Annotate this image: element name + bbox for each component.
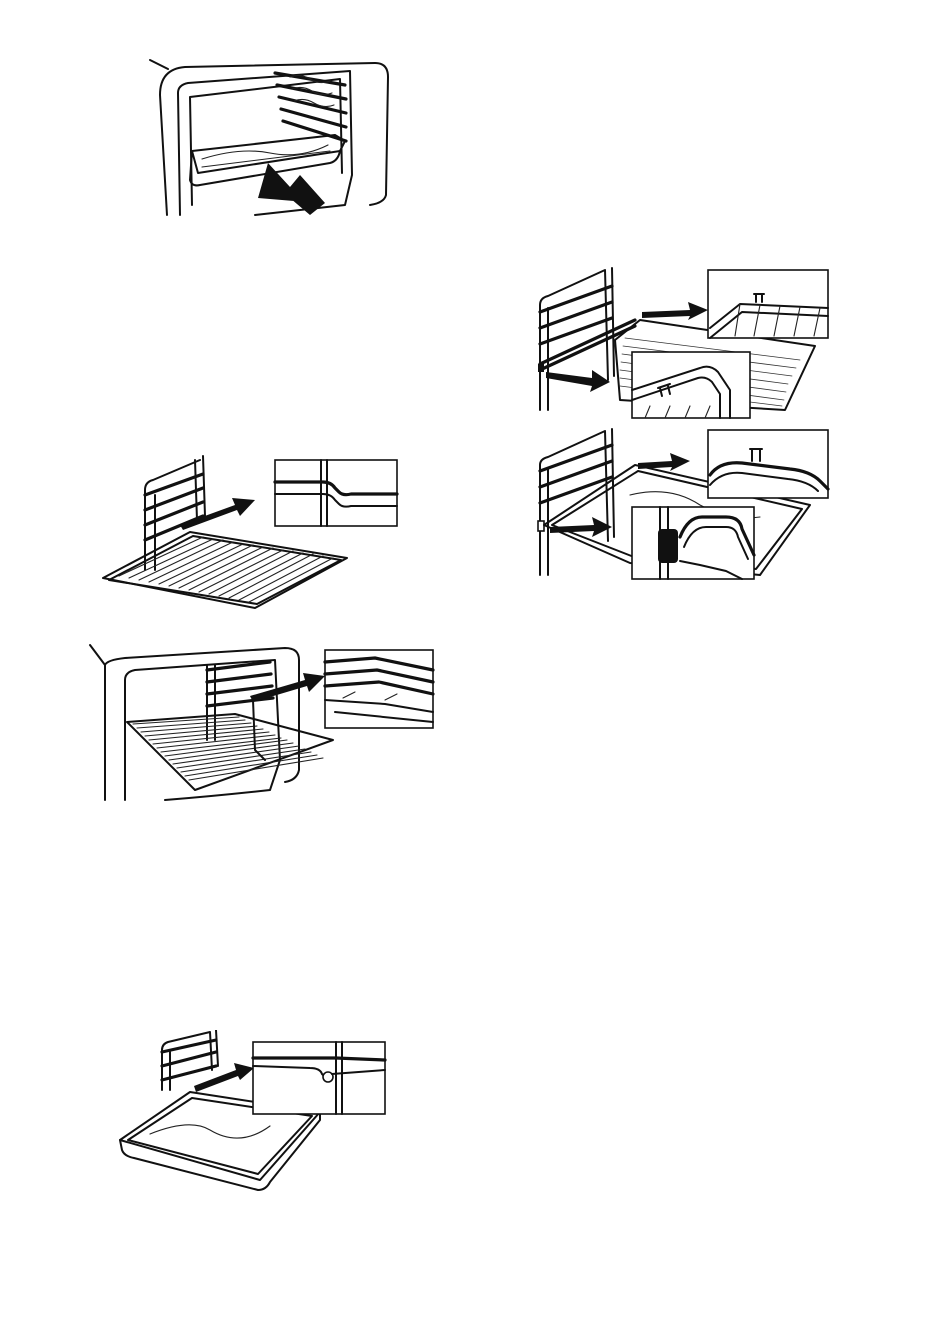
telescopic-tray-drawing <box>530 425 835 585</box>
oven-top-edge <box>150 60 168 69</box>
oven-tray-insert-drawing <box>140 55 390 220</box>
grid-side-rail-drawing <box>95 450 405 610</box>
tray-side-rail-figure <box>110 1030 390 1195</box>
tray-body-side <box>120 1112 320 1190</box>
rail-posts <box>207 665 215 740</box>
oven-grid-insert-figure <box>85 640 437 805</box>
telescopic-grid-figure <box>530 260 835 420</box>
oven-grid-insert-drawing <box>85 640 437 805</box>
slide-arrow-icon <box>180 498 255 530</box>
slide-arrow-icon <box>194 1063 254 1092</box>
upper-pull-arrow-icon <box>642 302 708 320</box>
wire-grid-bars <box>119 537 333 602</box>
tray-surface-line <box>150 1125 270 1138</box>
push-in-arrow-icon <box>258 163 325 215</box>
tray-side-rail-drawing <box>110 1030 390 1195</box>
telescopic-rail-stop <box>538 364 544 372</box>
lower-pull-arrow-icon <box>546 370 610 392</box>
tray-inner-edge <box>202 151 330 167</box>
grid-side-rail-figure <box>95 450 405 610</box>
telescopic-tray-figure <box>530 425 835 585</box>
lower-detail-rail-clip <box>658 529 678 563</box>
telescopic-rail-stop <box>538 521 544 531</box>
upper-pull-arrow-icon <box>638 453 690 471</box>
side-rail-frame <box>540 429 614 575</box>
rail-detail-box <box>253 1042 385 1114</box>
upper-detail-box <box>708 270 828 338</box>
wire-grid-bars <box>133 717 323 780</box>
telescopic-grid-drawing <box>530 260 835 420</box>
oven-side-rails <box>207 662 273 706</box>
oven-tray-insert-figure <box>140 55 390 220</box>
side-rail-bars <box>145 474 203 540</box>
